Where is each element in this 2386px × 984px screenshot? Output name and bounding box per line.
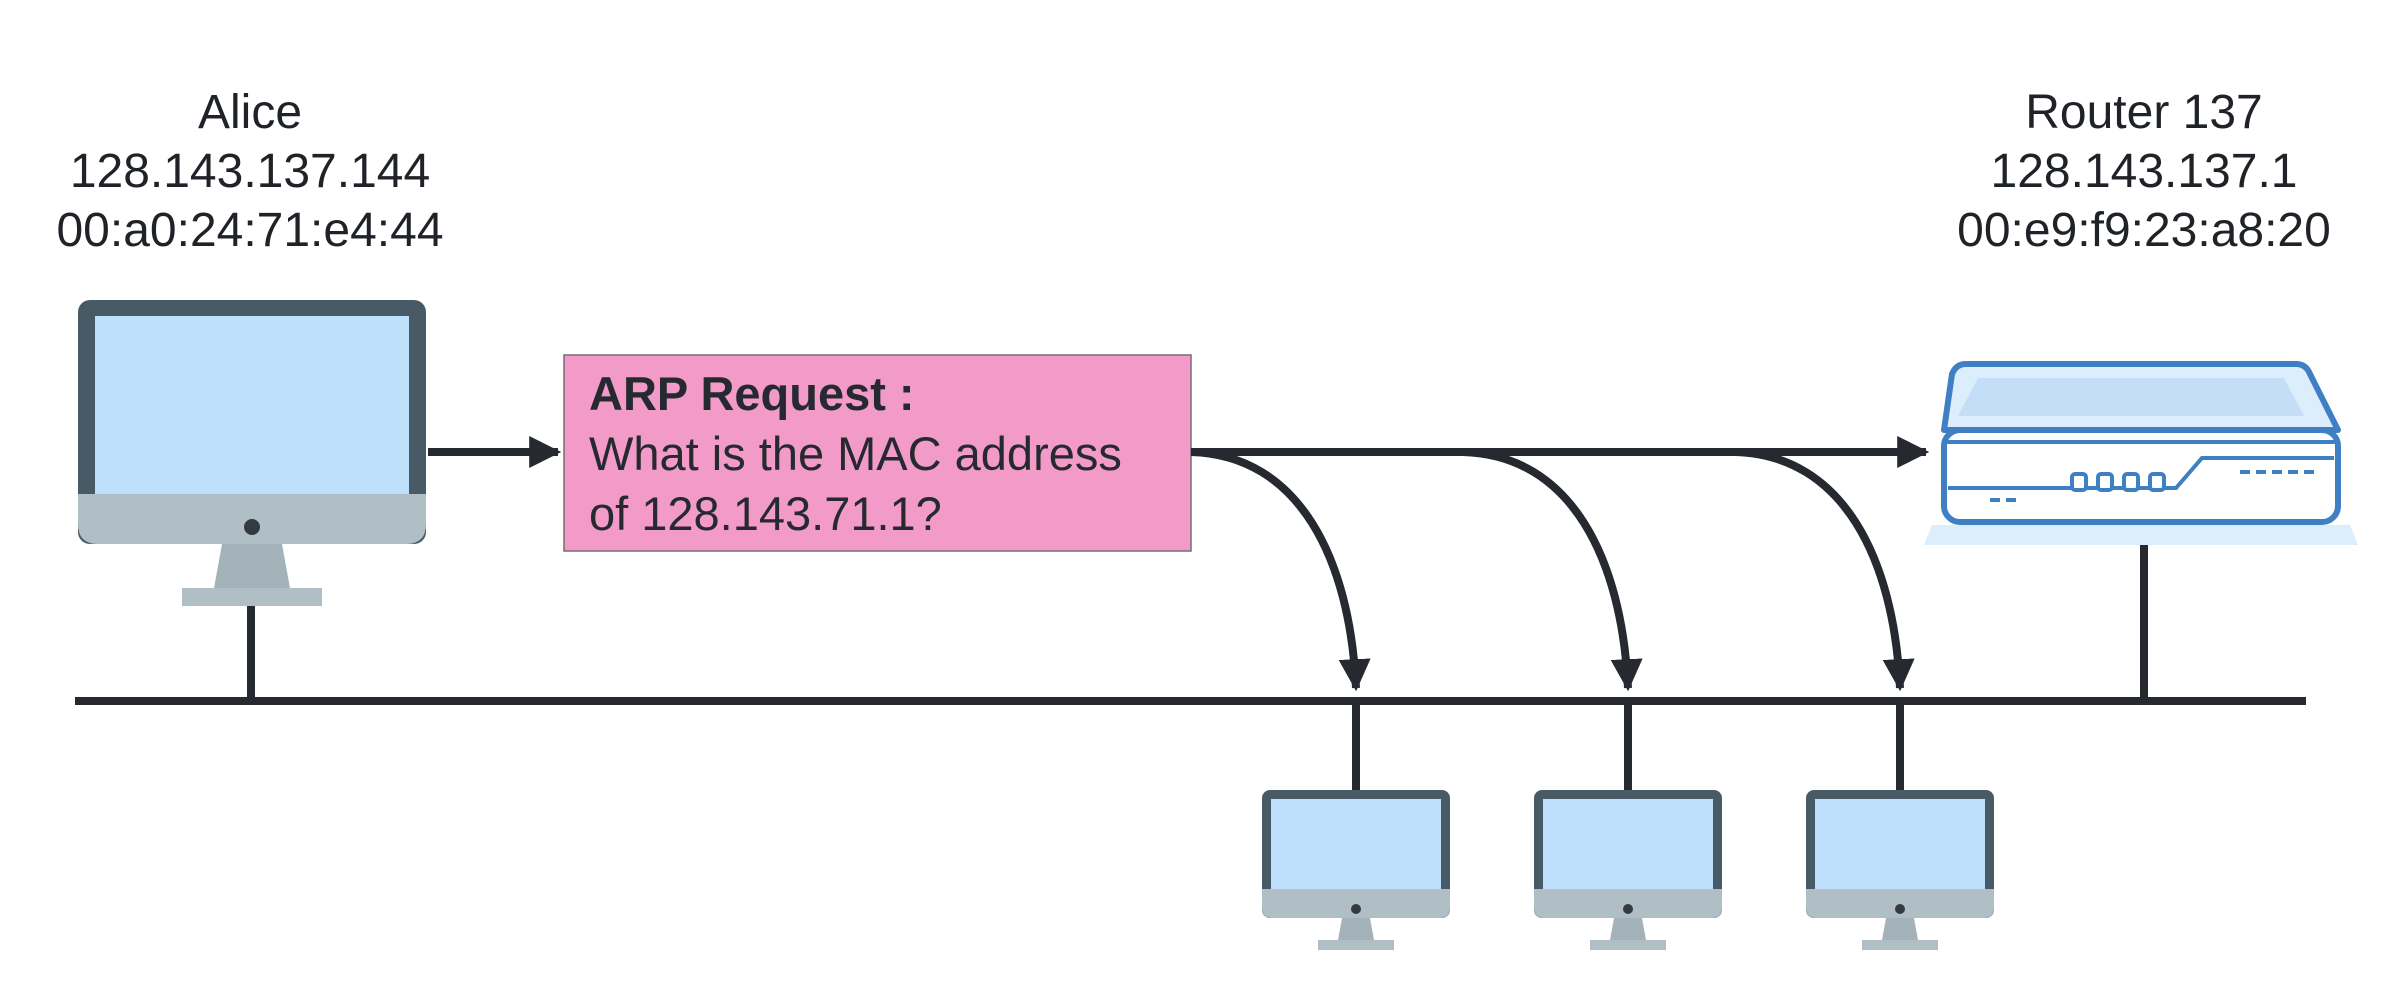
alice-ip: 128.143.137.144: [70, 145, 430, 198]
host-computer-icon: [1262, 790, 1450, 950]
alice-mac: 00:a0:24:71:e4:44: [56, 204, 443, 257]
arrow-broadcast-host-2: [1462, 448, 1643, 692]
arrow-broadcast-host-1: [1190, 448, 1371, 692]
arrow-broadcast-host-3: [1734, 448, 1915, 692]
alice-label: Alice 128.143.137.144 00:a0:24:71:e4:44: [56, 86, 443, 257]
alice-computer-icon: [78, 300, 426, 606]
arp-request-line-2: of 128.143.71.1?: [589, 487, 942, 540]
arp-request-box: ARP Request : What is the MAC address of…: [563, 354, 1192, 552]
host-computer-icon: [1534, 790, 1722, 950]
host-computer-icon: [1806, 790, 1994, 950]
router-ip: 128.143.137.1: [1991, 145, 2298, 198]
router-mac: 00:e9:f9:23:a8:20: [1957, 204, 2331, 257]
alice-name: Alice: [198, 86, 302, 139]
router-icon: [1924, 361, 2358, 545]
router-name: Router 137: [2025, 86, 2263, 139]
arp-request-background: [563, 354, 1192, 552]
arp-request-title: ARP Request :: [589, 367, 915, 420]
router-label: Router 137 128.143.137.1 00:e9:f9:23:a8:…: [1957, 86, 2331, 257]
arp-request-line-1: What is the MAC address: [589, 427, 1122, 480]
